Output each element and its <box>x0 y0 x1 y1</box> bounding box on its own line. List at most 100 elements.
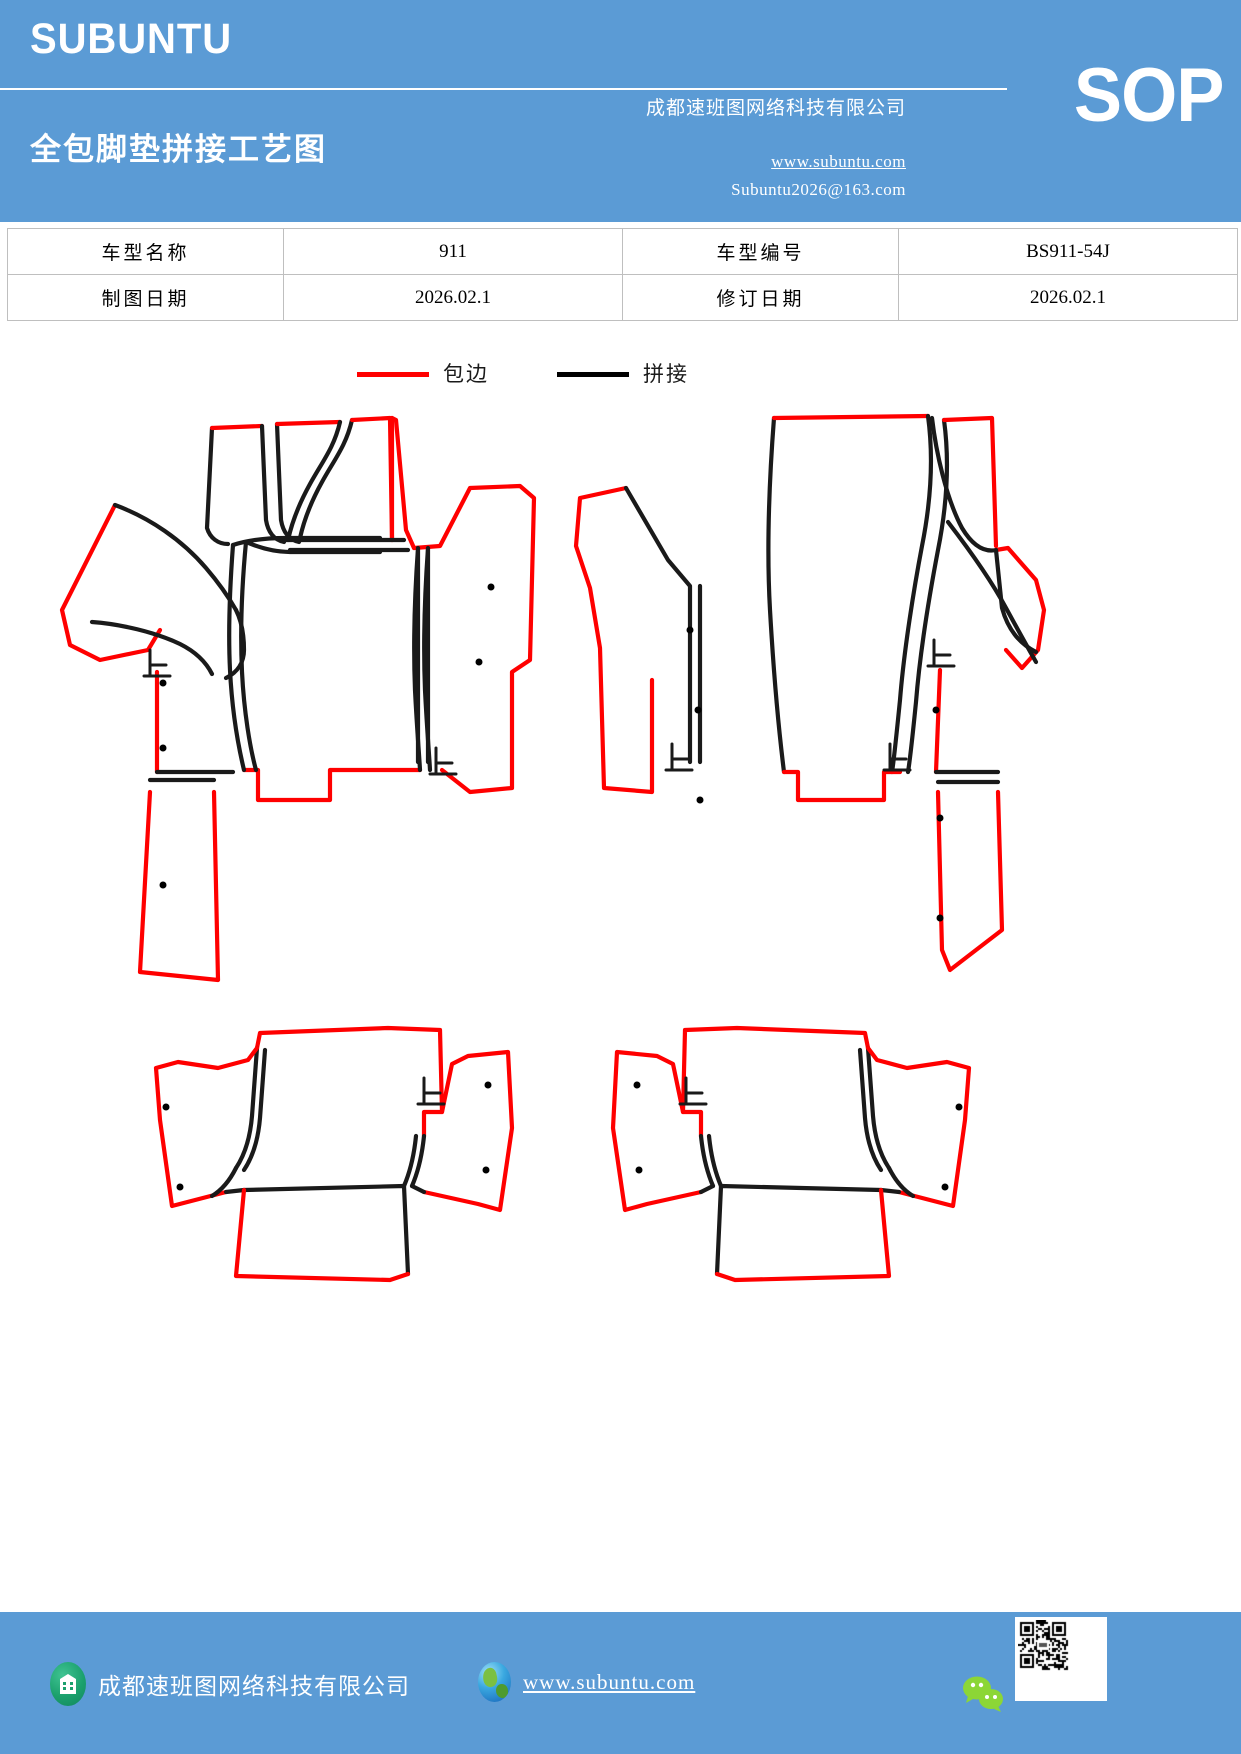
panel-rear-l-left-binding <box>153 1045 260 1209</box>
panel-heel-mid-splice2 <box>274 421 302 545</box>
rivet-dot <box>482 1166 490 1174</box>
panel-right-wing-binding <box>411 483 537 795</box>
rivet-dot <box>475 658 483 666</box>
panel-rear-l-center-binding <box>254 1025 445 1139</box>
panel-rear-r-center-splice-l <box>698 1133 716 1189</box>
globe-icon <box>478 1662 511 1702</box>
orientation-mark-up-icon <box>142 648 172 678</box>
technical-drawing <box>0 400 1241 1612</box>
panel-rear-r-right-splice <box>886 1165 916 1199</box>
panel-center-binding <box>241 767 423 803</box>
panel-heel-top-binding <box>349 415 395 543</box>
panel-rear-l-bottom-splice <box>241 1183 411 1277</box>
rivet-dot <box>162 1103 170 1111</box>
panel-rw-right-strip2 <box>935 789 1005 973</box>
draw-date-value: 2026.02.1 <box>283 274 623 321</box>
header-company-name: 成都速班图网络科技有限公司 <box>645 98 906 119</box>
panel-rear-r-center-splice-r2 <box>857 1047 884 1173</box>
rivet-dot <box>633 1081 641 1089</box>
page-title: 全包脚垫拼接工艺图 <box>30 132 327 167</box>
panel-rc-splice-left <box>766 415 787 775</box>
rivet-dot <box>696 796 704 804</box>
panel-rc-binding-bottom <box>781 769 903 803</box>
revision-date-value: 2026.02.1 <box>898 274 1238 321</box>
panel-rc-binding-top <box>771 413 931 421</box>
rivet-dot <box>936 914 944 922</box>
panel-rear-l-center-splice-l <box>233 1045 260 1171</box>
panel-rear-r-left-splice <box>698 1183 716 1195</box>
rivet-dot <box>936 814 944 822</box>
panel-rear-l-center-splice-r2 <box>401 1133 419 1189</box>
draw-date-label: 制图日期 <box>7 274 284 321</box>
header-email[interactable]: Subuntu2026@163.com <box>731 180 906 199</box>
footer-company-name: 成都速班图网络科技有限公司 <box>98 1674 410 1699</box>
brand-logo: SUBUNTU <box>30 15 233 63</box>
panel-rw-left-splice <box>623 485 693 765</box>
panel-right-block-binding <box>389 415 417 551</box>
rivet-dot <box>159 679 167 687</box>
panel-rear-l-left-splice <box>209 1165 239 1199</box>
sop-badge: SOP <box>1073 53 1224 138</box>
line-swatch-icon <box>557 372 629 377</box>
building-icon <box>50 1662 86 1706</box>
model-code-label: 车型编号 <box>622 228 899 275</box>
revision-date-label: 修订日期 <box>622 274 899 321</box>
panel-heel-mid-binding <box>274 419 343 427</box>
orientation-mark-up-icon <box>678 1076 708 1106</box>
panel-heel-right-splice <box>285 419 343 543</box>
legend-item-binding: 包边 <box>357 364 489 385</box>
model-code-value: BS911-54J <box>898 228 1238 275</box>
model-name-value: 911 <box>283 228 623 275</box>
rivet-dot <box>635 1166 643 1174</box>
qr-code <box>1015 1617 1107 1701</box>
panel-heel-right-splice2 <box>297 417 355 541</box>
panel-rear-r-center-splice-r <box>865 1045 892 1171</box>
page-header: SUBUNTU 成都速班图网络科技有限公司 全包脚垫拼接工艺图 www.subu… <box>0 0 1241 222</box>
legend-label-splice: 拼接 <box>643 362 689 386</box>
panel-rear-l-bottom-binding <box>233 1187 411 1283</box>
panel-rear-r-bottom-splice <box>714 1183 884 1277</box>
footer-website[interactable]: www.subuntu.com <box>478 1662 695 1702</box>
panel-center-splice-left <box>227 542 247 773</box>
rivet-dot <box>694 706 702 714</box>
footer-company: 成都速班图网络科技有限公司 <box>50 1662 410 1706</box>
legend: 包边 拼接 <box>0 360 1241 404</box>
panel-rear-l-left-bottom-splice <box>223 1187 247 1195</box>
orientation-mark-up-icon <box>926 638 956 668</box>
panel-rear-l-center-splice-l2 <box>241 1047 268 1173</box>
front-right-assembly <box>573 413 1047 973</box>
panel-rw-right-splice2 <box>945 519 1039 665</box>
panel-rear-l-right-splice <box>409 1183 427 1195</box>
panel-left-wing-splice <box>112 502 239 613</box>
panel-rear-r-right-bottom-splice <box>878 1187 902 1195</box>
panel-left-wing-binding <box>59 502 163 663</box>
legend-label-binding: 包边 <box>443 362 489 386</box>
front-left-assembly <box>59 415 537 983</box>
panel-left-strip-lower-binding <box>137 789 221 983</box>
panel-heel-mid-splice <box>259 423 287 545</box>
header-website-link[interactable]: www.subuntu.com <box>771 152 906 171</box>
panel-rw-right-binding <box>993 545 1047 671</box>
panel-rc-splice-right <box>889 413 933 775</box>
orientation-mark-up-icon <box>416 1076 446 1106</box>
orientation-mark-up-icon <box>882 742 912 772</box>
panel-heel-left-binding <box>209 423 265 431</box>
table-row: 车型名称 911 车型编号 BS911-54J <box>7 228 1238 275</box>
panel-rear-r-left-binding <box>610 1049 704 1213</box>
table-row: 制图日期 2026.02.1 修订日期 2026.02.1 <box>7 274 1238 321</box>
panel-rear-r-bottom-binding <box>714 1187 892 1283</box>
panel-rear-r-center-splice-l2 <box>706 1133 724 1189</box>
rivet-dot <box>932 706 940 714</box>
orientation-mark-up-icon <box>428 746 458 776</box>
panel-rear-l-center-splice-r <box>409 1133 427 1189</box>
panel-rw-left-binding <box>573 485 655 795</box>
panel-rc-heel-splice <box>929 415 999 553</box>
footer-website-link[interactable]: www.subuntu.com <box>523 1669 696 1694</box>
header-divider <box>0 88 1007 90</box>
panel-rw-right-strip <box>933 667 943 775</box>
panel-rear-l-right-binding <box>421 1049 515 1213</box>
panel-center-splice-left2 <box>239 539 259 773</box>
wechat-icon <box>962 1674 1006 1714</box>
panel-heel-left-splice <box>204 425 231 547</box>
orientation-mark-up-icon <box>664 742 694 772</box>
